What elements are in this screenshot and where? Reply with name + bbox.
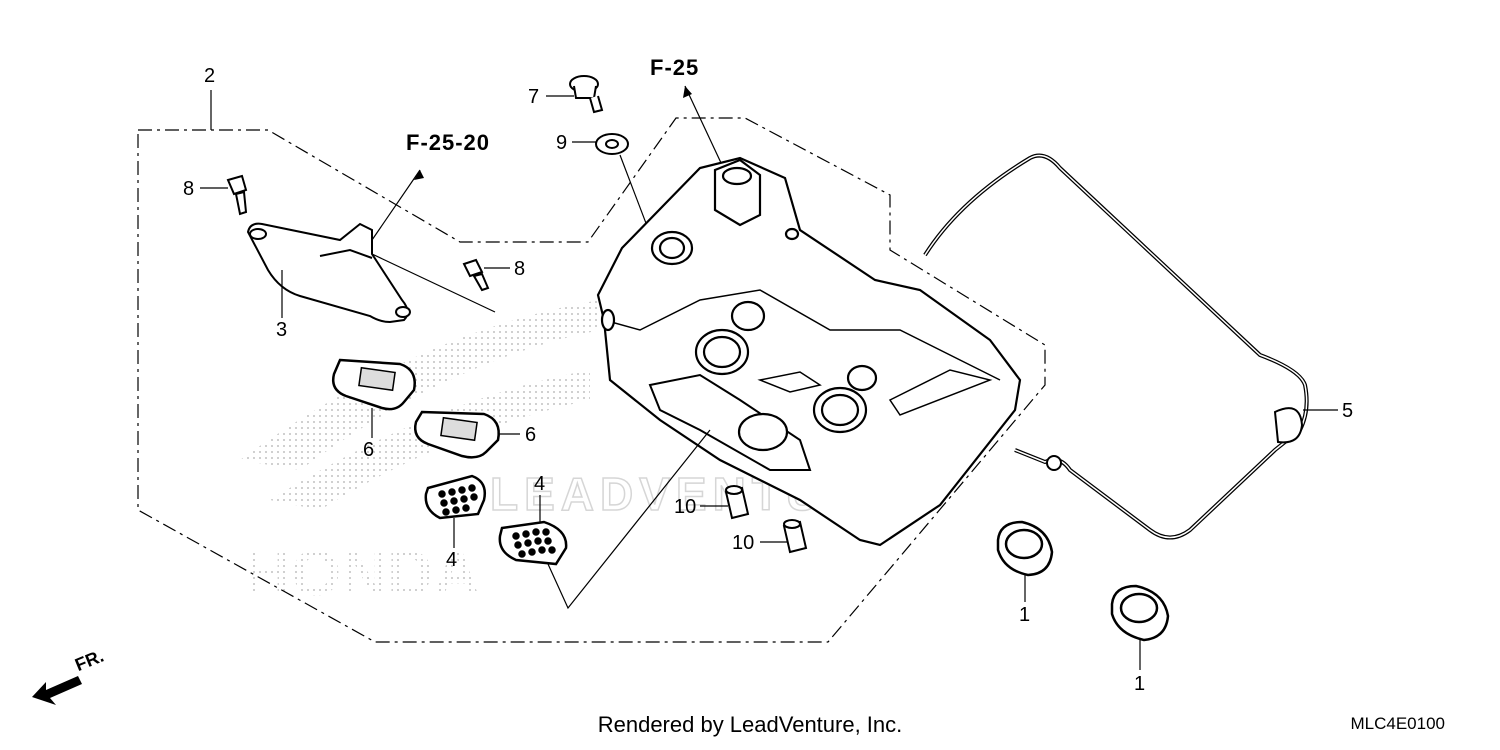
breather-cover — [246, 222, 411, 324]
callout-6: 6 — [525, 424, 536, 446]
bolt-8-upper — [226, 174, 248, 216]
callout-1: 1 — [1134, 673, 1145, 695]
callout-5: 5 — [1342, 400, 1353, 422]
dowel-pin-lower — [782, 519, 808, 554]
seal-6-lower — [414, 410, 500, 459]
callout-9: 9 — [556, 132, 567, 154]
callout-6: 6 — [363, 439, 374, 461]
front-direction-arrow-icon — [32, 676, 82, 705]
separator-4-right — [498, 520, 568, 566]
cylinder-head-cover — [596, 156, 1022, 547]
render-credit: Rendered by LeadVenture, Inc. — [597, 712, 903, 737]
reference-code-f25[interactable]: F-25 — [650, 55, 699, 80]
callout-4: 4 — [534, 473, 545, 495]
reference-code-f25-20[interactable]: F-25-20 — [406, 130, 490, 155]
separator-4-left — [424, 474, 486, 520]
callout-3: 3 — [276, 319, 287, 341]
leader-breather — [371, 169, 496, 313]
gasket-inner-line — [924, 154, 1308, 539]
gasket-eyelet — [1046, 455, 1062, 471]
plug-hole-seal-lower — [1110, 584, 1170, 642]
bolt-7 — [569, 75, 604, 114]
assembly-boundary — [137, 117, 1046, 643]
callout-8: 8 — [183, 178, 194, 200]
callout-4: 4 — [446, 549, 457, 571]
callout-8: 8 — [514, 258, 525, 280]
callout-2: 2 — [204, 65, 215, 87]
callout-1: 1 — [1019, 604, 1030, 626]
callout-10: 10 — [732, 532, 754, 554]
arrow-head-icon — [414, 170, 424, 180]
arrow-head-icon — [683, 86, 692, 98]
leader-f25 — [684, 85, 723, 166]
diagram-code: MLC4E0100 — [1350, 714, 1445, 733]
callout-7: 7 — [528, 86, 539, 108]
seal-6-upper — [332, 358, 416, 411]
leader-separators — [547, 429, 711, 610]
honda-wordmark: HONDA — [245, 537, 480, 609]
gasket-tab — [1273, 407, 1304, 444]
callout-10: 10 — [674, 496, 696, 518]
washer-9 — [595, 133, 629, 155]
dowel-pin-upper — [724, 485, 750, 520]
plug-hole-seal-upper — [996, 520, 1054, 577]
bolt-8-lower — [462, 258, 490, 292]
